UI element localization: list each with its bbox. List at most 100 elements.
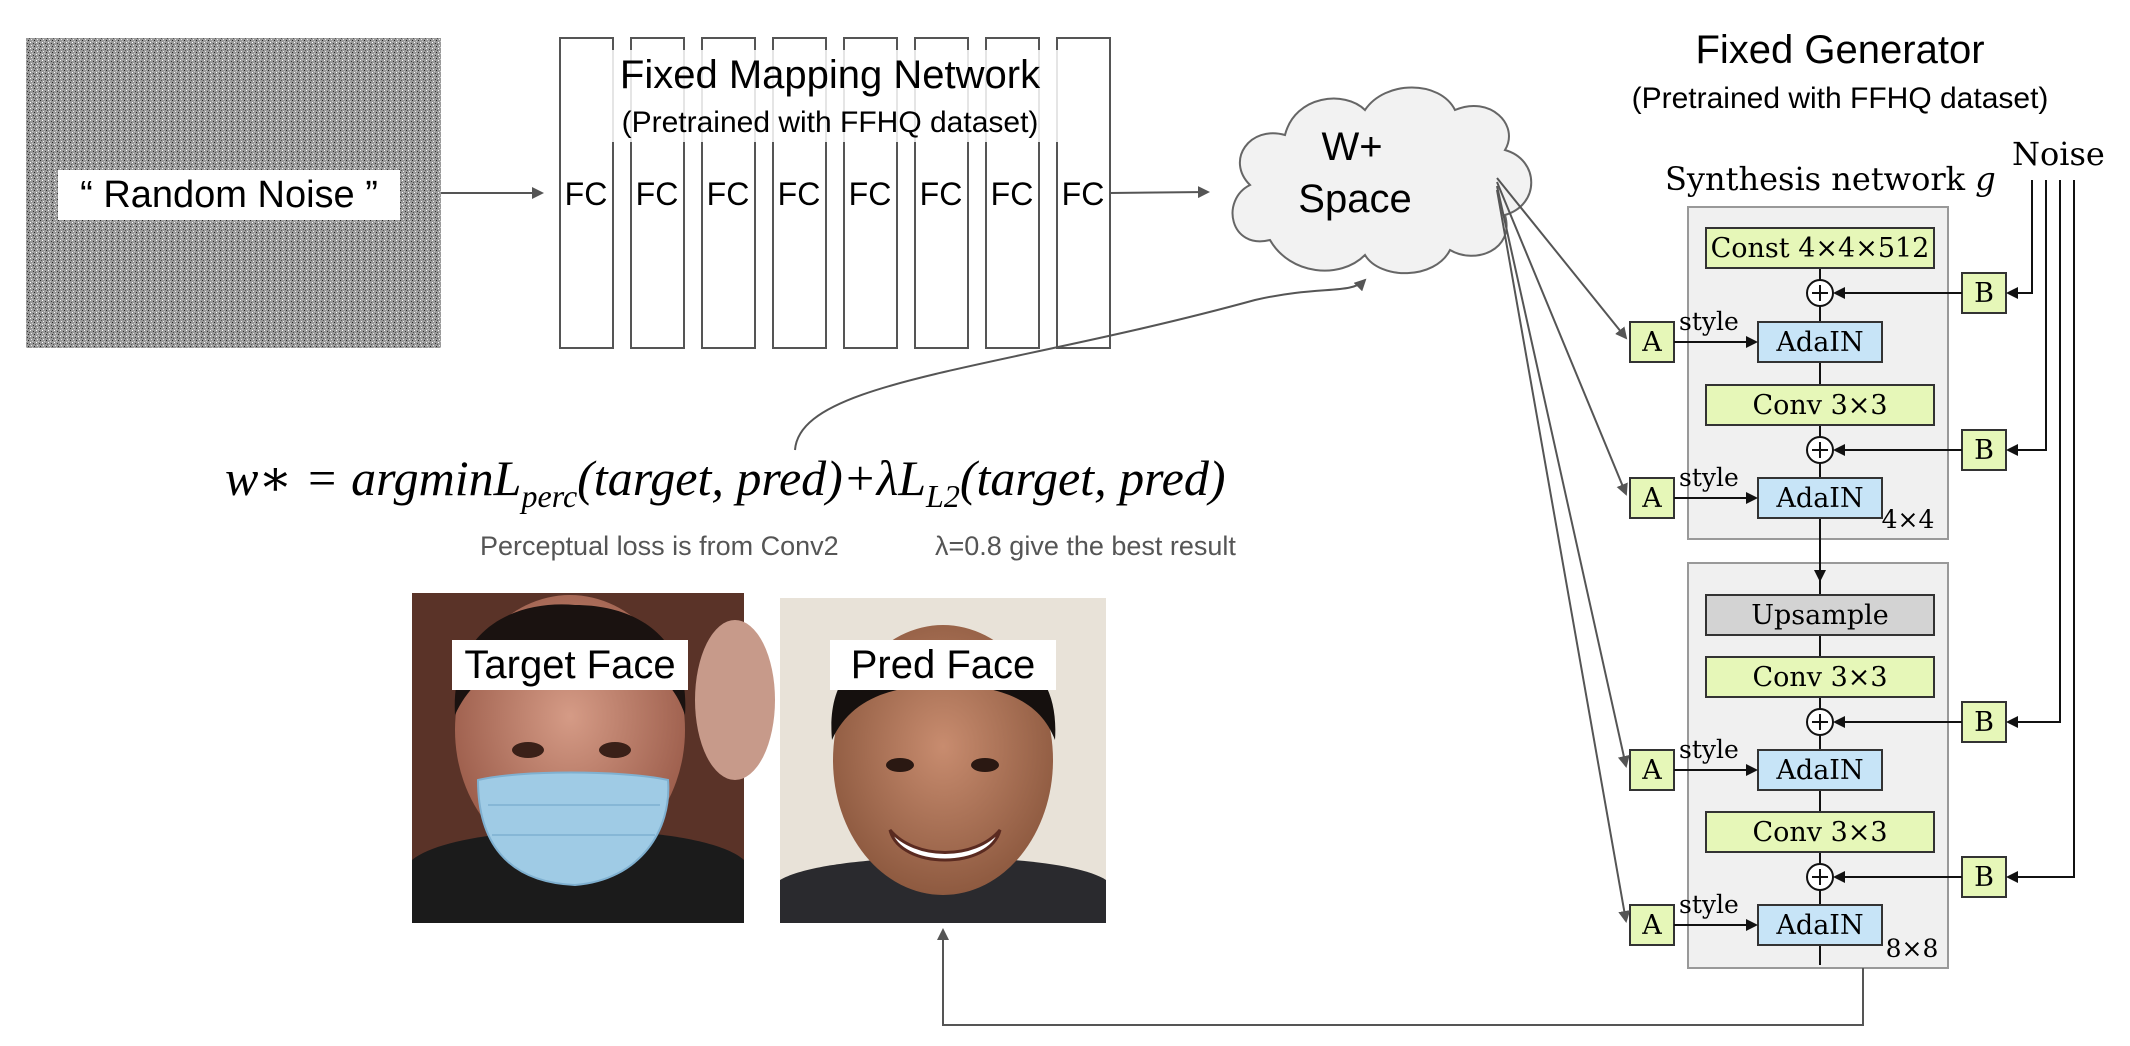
a-label: A — [1641, 910, 1662, 941]
target-eye-right — [599, 742, 631, 758]
a-box — [1629, 749, 1675, 791]
adain-box — [1757, 749, 1883, 791]
fc-label: FC — [565, 176, 608, 212]
fc-label: FC — [707, 176, 750, 212]
const-label: Const 4×4×512 — [1711, 233, 1930, 264]
latent-arrow — [1496, 177, 1628, 340]
target-side-person — [695, 620, 775, 780]
pred-head — [833, 625, 1053, 895]
formula-mid: (target, pred)+λL — [577, 450, 926, 506]
add-node-plus — [1812, 285, 1828, 301]
a-label: A — [1641, 327, 1662, 358]
adain-label: AdaIN — [1775, 755, 1863, 786]
latent-arrow — [1496, 181, 1628, 496]
noise-line — [2006, 180, 2047, 456]
mapping-title-bg — [592, 50, 1062, 142]
upsample-box — [1705, 594, 1935, 636]
conv-label: Conv 3×3 — [1752, 390, 1887, 421]
fc-label: FC — [1062, 176, 1105, 212]
upsample-label: Upsample — [1751, 600, 1889, 631]
target-mask-folds — [488, 804, 660, 836]
cloud-shape — [1231, 86, 1533, 275]
target-hair — [454, 604, 686, 715]
adain-box — [1757, 904, 1883, 946]
pred-eye-left — [886, 758, 914, 772]
conv-label: Conv 3×3 — [1752, 662, 1887, 693]
style-inputs: A style A style A style A style — [1629, 307, 1758, 946]
adain-label: AdaIN — [1775, 327, 1863, 358]
style-label: style — [1679, 890, 1739, 919]
noise-line — [2006, 180, 2061, 728]
mapping-subtitle: (Pretrained with FFHQ dataset) — [622, 106, 1039, 139]
w-plus-space-cloud: W+ Space — [1231, 86, 1533, 275]
b-label: B — [1974, 278, 1994, 309]
latent-arrow — [1496, 185, 1630, 768]
target-label-bg — [452, 640, 688, 690]
adain-box — [1757, 477, 1883, 519]
a-box — [1629, 477, 1675, 519]
fc-label: FC — [991, 176, 1034, 212]
formula-rhs: (target, pred) — [960, 450, 1226, 506]
noise-label: “ Random Noise ” — [80, 174, 378, 216]
fc-label: FC — [778, 176, 821, 212]
noise-line — [2006, 180, 2075, 883]
res-8x8-label: 8×8 — [1886, 934, 1939, 963]
mapping-title: Fixed Mapping Network — [620, 53, 1041, 97]
pred-smile — [888, 829, 1002, 862]
target-mask — [476, 771, 670, 887]
style-label: style — [1679, 463, 1739, 492]
latent-line1: W+ — [1321, 125, 1382, 169]
conv-label: Conv 3×3 — [1752, 817, 1887, 848]
loss-formula: w∗ = argminLperc(target, pred)+λLL2(targ… — [225, 450, 1236, 561]
noise-label-bg — [58, 170, 400, 220]
formula-sub1: perc — [519, 478, 577, 514]
random-noise-input: “ Random Noise ” — [26, 38, 441, 348]
pred-eye-right — [971, 758, 999, 772]
b-label: B — [1974, 435, 1994, 466]
noise-label-generator: Noise — [2012, 135, 2105, 173]
latent-arrow — [1496, 189, 1631, 923]
pred-label-bg — [830, 640, 1056, 690]
conv-box — [1705, 384, 1935, 426]
adain-box — [1757, 321, 1883, 363]
style-label: style — [1679, 307, 1739, 336]
pred-face-label: Pred Face — [851, 643, 1036, 687]
synthesis-label: Synthesis network g — [1665, 160, 1996, 198]
conv-box — [1705, 811, 1935, 853]
add-node-plus — [1812, 714, 1828, 730]
lambda-note: λ=0.8 give the best result — [935, 531, 1236, 561]
adain-label: AdaIN — [1775, 483, 1863, 514]
generator-to-pred-arrow — [937, 928, 1864, 1026]
formula: w∗ = argminLperc(target, pred)+λLL2(targ… — [225, 450, 1226, 514]
noise-inputs: B B B B — [1833, 180, 2075, 898]
synthesis-symbol: g — [1975, 160, 1995, 198]
b-label: B — [1974, 707, 1994, 738]
formula-sub2: L2 — [925, 478, 960, 514]
b-box — [1961, 856, 2007, 898]
synthesis-text: Synthesis network — [1665, 160, 1966, 198]
perceptual-note: Perceptual loss is from Conv2 — [480, 531, 839, 561]
a-label: A — [1641, 755, 1662, 786]
mapping-network: Fixed Mapping Network (Pretrained with F… — [559, 37, 1111, 349]
latent-line2: Space — [1298, 177, 1411, 221]
style-label: style — [1679, 735, 1739, 764]
target-eye-left — [512, 742, 544, 758]
fc-labels: FC FC FC FC FC FC FC FC — [565, 176, 1105, 212]
res-4x4-label: 4×4 — [1882, 505, 1935, 534]
pred-face-image: Pred Face — [780, 598, 1106, 923]
noise-line — [2006, 180, 2033, 299]
const-box — [1705, 227, 1935, 269]
latent-to-style-arrows — [1496, 177, 1631, 923]
target-face-label: Target Face — [464, 643, 675, 687]
fc-label: FC — [849, 176, 892, 212]
adain-label: AdaIN — [1775, 910, 1863, 941]
formula-lhs: w∗ = argminL — [225, 450, 521, 506]
mapping-to-latent-arrow — [1109, 186, 1210, 199]
conv-box — [1705, 656, 1935, 698]
add-node-plus — [1812, 442, 1828, 458]
fc-label: FC — [920, 176, 963, 212]
b-label: B — [1974, 862, 1994, 893]
loss-to-latent-arrow — [794, 278, 1367, 451]
generator-title: Fixed Generator — [1695, 28, 1984, 72]
